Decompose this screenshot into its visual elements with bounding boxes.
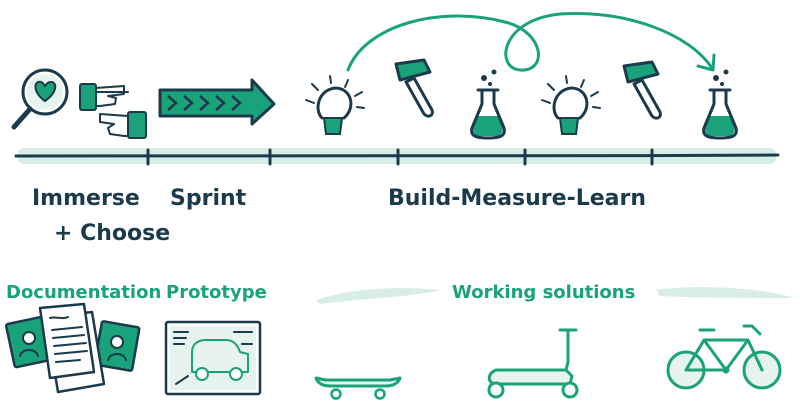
flask-icon <box>702 69 738 140</box>
output-prototype-label: Prototype <box>166 282 267 303</box>
swoosh-left <box>316 288 440 304</box>
scooter-icon <box>487 328 579 399</box>
phase-build-measure-learn-label: Build-Measure-Learn <box>388 186 646 211</box>
bicycle-icon <box>666 324 782 390</box>
magnifier-heart-icon <box>11 68 69 130</box>
iteration-loop-arrow <box>346 12 714 72</box>
skateboard-icon <box>314 376 402 400</box>
prototype-sketch-icon <box>164 320 262 396</box>
phase-immerse-label: Immerse <box>32 186 140 211</box>
documents-icon <box>4 302 141 394</box>
output-documentation-label: Documentation <box>6 282 161 303</box>
phase-sprint-label: Sprint <box>170 186 247 211</box>
chevron-arrow-icon <box>158 78 276 126</box>
timeline <box>14 148 780 166</box>
hammer-icon <box>622 60 662 120</box>
lightbulb-icon <box>305 75 365 135</box>
pointing-hands-icon <box>79 83 147 139</box>
output-working-solutions-label: Working solutions <box>452 282 635 303</box>
iteration-loop-arrowhead <box>696 53 716 72</box>
swoosh-right <box>656 287 795 298</box>
flask-icon <box>470 69 506 140</box>
phase-choose-label: + Choose <box>54 221 170 246</box>
lightbulb-icon <box>541 75 601 135</box>
hammer-icon <box>394 58 434 118</box>
